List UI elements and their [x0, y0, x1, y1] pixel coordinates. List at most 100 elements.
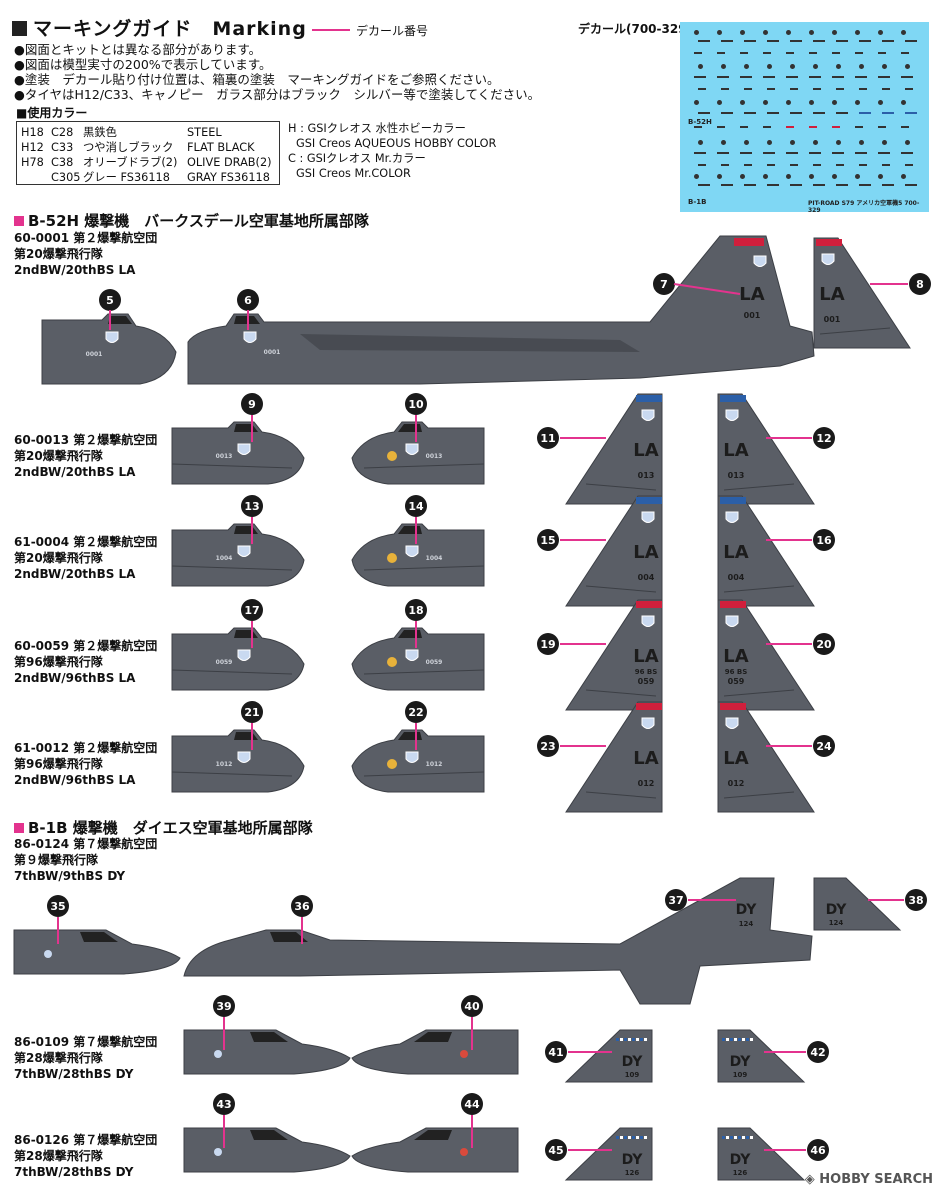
decal-mark: [721, 88, 729, 90]
tail-top-band: [636, 395, 662, 402]
note-1: ●図面とキットとは異なる部分があります。: [14, 42, 262, 57]
decal-mark: [717, 174, 722, 179]
brand-line: GSI Creos Mr.COLOR: [296, 167, 411, 180]
decal-mark: [786, 76, 798, 78]
b1-emblem: [460, 1050, 468, 1058]
decal-mark: [809, 30, 814, 35]
decal-mark: [694, 30, 699, 35]
decal-mark: [694, 126, 702, 128]
decal-mark: [767, 112, 779, 114]
b52-tail-fin: [717, 393, 815, 505]
color-jp: グレー FS36118: [83, 171, 170, 184]
callout-number: 41: [548, 1046, 563, 1059]
checker-band: [636, 1136, 639, 1139]
decal-sheet: B-52H B-1B PIT-ROAD S79 アメリカ空軍機5 700-329: [680, 22, 929, 214]
callout-marker: [807, 1041, 829, 1063]
legend-label: デカール番号: [356, 24, 429, 38]
callout-marker: [537, 633, 559, 655]
decal-mark: [836, 88, 844, 90]
tail-top-band: [636, 601, 662, 608]
decal-mark: [882, 64, 887, 69]
nose-art-emblem: [387, 451, 397, 461]
decal-mark: [694, 100, 699, 105]
shield-emblem: [405, 443, 419, 455]
callout-number: 16: [816, 534, 832, 547]
note-4: ●タイヤはH12/C33、キャノピー ガラス部分はブラック シルバー等で塗装して…: [14, 87, 541, 102]
b1-tail-fin: [564, 1127, 653, 1181]
callout-marker: [537, 735, 559, 757]
decal-mark: [836, 164, 844, 166]
b52-nose-serial: 1004: [216, 555, 233, 562]
color-c: C28: [51, 126, 74, 139]
decal-mark: [786, 174, 791, 179]
decal-mark: [717, 152, 729, 154]
legend-line: [312, 29, 350, 31]
decal-mark: [721, 164, 729, 166]
b1-cockpit-window: [250, 1130, 288, 1140]
callout-number: 6: [244, 294, 252, 307]
watermark: ◈ HOBBY SEARCH: [804, 1172, 933, 1187]
b52-nose-section: [171, 627, 305, 691]
color-c: C33: [51, 141, 74, 154]
checker-band: [722, 1038, 725, 1041]
b1-tail-fin: [717, 1127, 806, 1181]
note-2: ●図面は模型実寸の200%で表示しています。: [14, 57, 272, 72]
b1-nose-section: [13, 929, 181, 975]
b52-nose-serial: 1004: [426, 555, 443, 562]
shield-emblem: [237, 751, 251, 763]
checker-band: [640, 1136, 643, 1139]
decal-mark: [717, 52, 725, 54]
shield-emblem: [405, 751, 419, 763]
callout-marker: [813, 633, 835, 655]
decal-mark: [740, 52, 748, 54]
checker-band: [730, 1136, 733, 1139]
checker-band: [644, 1136, 647, 1139]
checker-band: [746, 1038, 749, 1041]
decal-mark: [721, 140, 726, 145]
b52-cockpit-window: [108, 316, 132, 324]
decal-mark: [901, 152, 913, 154]
decal-mark: [698, 184, 710, 186]
callout-number: 15: [540, 534, 555, 547]
section-title-b1: B-1B 爆撃機 ダイエス空軍基地所属部隊: [14, 817, 313, 838]
callout-marker: [237, 289, 259, 311]
decal-mark: [809, 52, 817, 54]
b1-tail-fin: [717, 1029, 806, 1083]
shield-emblem: [237, 649, 251, 661]
checker-band: [644, 1038, 647, 1041]
b1-emblem: [214, 1148, 222, 1156]
decal-mark: [859, 112, 871, 114]
shield-emblem: [725, 511, 739, 523]
nose-art-emblem: [387, 553, 397, 563]
callout-number: 37: [668, 894, 683, 907]
decal-mark: [832, 30, 837, 35]
decal-mark: [721, 40, 733, 42]
tail-top-band: [720, 601, 746, 608]
tail-serial: 059: [728, 677, 745, 686]
b52-tail-fin: [565, 393, 663, 505]
decal-mark: [905, 64, 910, 69]
tail-serial: 124: [829, 919, 844, 927]
b52-panel-line: [363, 771, 485, 777]
b52-panel-line: [363, 463, 485, 469]
decal-mark: [763, 126, 771, 128]
checker-band: [730, 1038, 733, 1041]
decal-mark: [878, 30, 883, 35]
b52-nose-serial: 1012: [426, 761, 443, 768]
b1-cockpit-window: [414, 1130, 452, 1140]
checker-band: [628, 1136, 631, 1139]
b52-tail-panel-line: [723, 791, 795, 799]
b1-tail-fin: [564, 1029, 653, 1083]
checker-band: [628, 1038, 631, 1041]
decal-mark: [767, 64, 772, 69]
b52-tail-panel-line: [585, 791, 657, 799]
color-jp: 黒鉄色: [83, 126, 117, 139]
b52-tail-fin: [717, 599, 815, 711]
shield-emblem: [753, 255, 767, 267]
b52-nose-section: [171, 729, 305, 793]
b52-nose-serial: 0013: [216, 453, 233, 460]
color-h: H78: [21, 156, 44, 169]
callout-marker: [241, 393, 263, 415]
